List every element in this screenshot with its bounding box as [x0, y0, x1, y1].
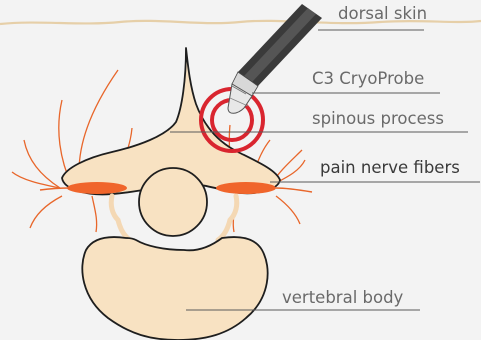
- pedicle-right: [218, 196, 237, 240]
- nerve-root-left: [40, 188, 70, 190]
- label-vertebral-body: vertebral body: [282, 290, 403, 307]
- nerve-root-right: [276, 188, 312, 192]
- label-spinous-process: spinous process: [312, 111, 444, 128]
- spinal-cord: [139, 168, 207, 236]
- label-dorsal-skin: dorsal skin: [338, 6, 427, 23]
- pedicle-left: [111, 196, 130, 240]
- nerve-ganglion-left: [67, 182, 127, 194]
- nerve-ganglion-right: [216, 182, 276, 194]
- label-cryoprobe: C3 CryoProbe: [312, 71, 424, 88]
- label-pain-nerve-fibers: pain nerve fibers: [320, 160, 460, 177]
- vertebral-body-shape: [82, 237, 267, 340]
